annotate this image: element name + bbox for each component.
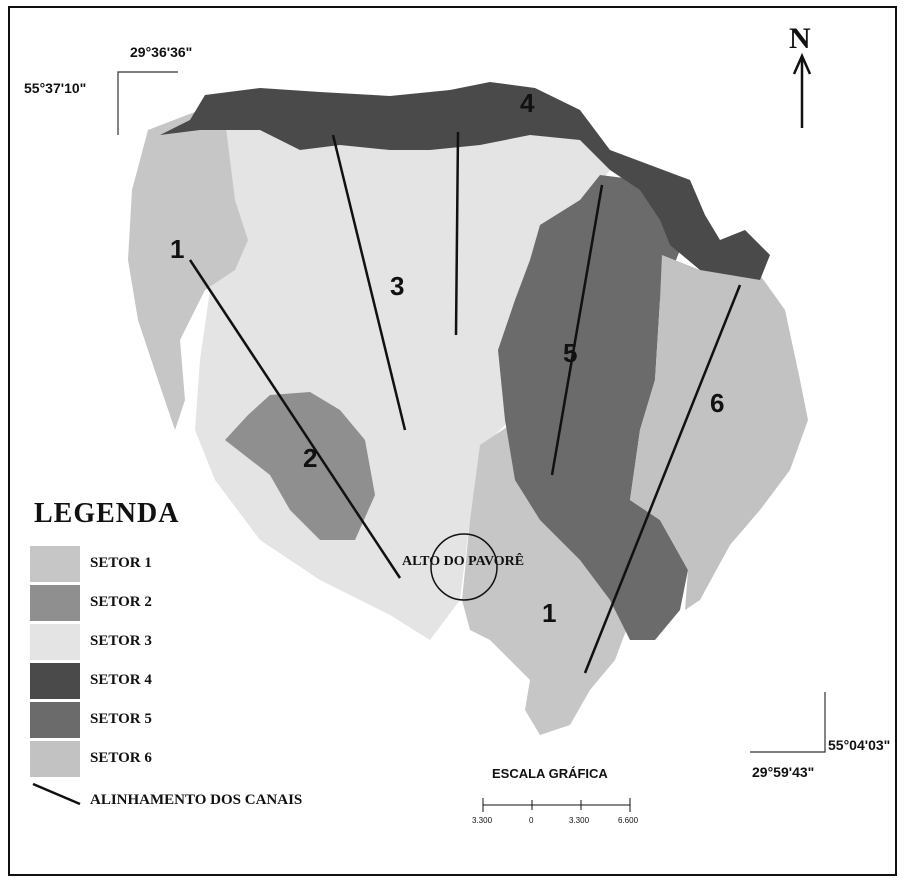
sector-5-area <box>498 175 688 640</box>
coord-top-left-lon: 55°37'10" <box>24 80 87 96</box>
legend-line-label: ALINHAMENTO DOS CANAIS <box>90 792 303 808</box>
legend-swatch <box>30 585 80 621</box>
legend-label: SETOR 5 <box>90 711 152 727</box>
coord-top-left-lat: 29°36'36" <box>130 44 193 60</box>
sector-label-3: 3 <box>390 271 404 301</box>
legend-item-setor-4: SETOR 4 <box>30 663 330 699</box>
legend-swatch <box>30 741 80 777</box>
legend-label: SETOR 3 <box>90 633 152 649</box>
scale-title: ESCALA GRÁFICA <box>492 766 608 781</box>
legend-swatch <box>30 663 80 699</box>
channel-line-sector-3b <box>454 131 460 336</box>
legend-line-sample <box>32 782 81 806</box>
legend-item-channel-alignment: ALINHAMENTO DOS CANAIS <box>30 782 390 812</box>
channel-line-sector-6 <box>583 284 742 674</box>
scale-tick-label-3: 3.300 <box>569 816 590 825</box>
scale-tick-label-2: 0 <box>529 816 534 825</box>
sector-6-area <box>630 255 808 610</box>
channel-line-sector-1 <box>188 259 402 579</box>
north-letter: N <box>789 22 811 55</box>
legend-item-setor-6: SETOR 6 <box>30 741 330 777</box>
legend-label: SETOR 1 <box>90 555 152 571</box>
sector-label-6: 6 <box>710 388 724 418</box>
coord-bottom-right-lat: 29°59'43" <box>752 764 815 780</box>
legend-item-setor-3: SETOR 3 <box>30 624 330 660</box>
legend-item-setor-5: SETOR 5 <box>30 702 330 738</box>
channel-line-sector-3a <box>331 134 407 431</box>
scale-tick-label-1: 3.300 <box>472 816 493 825</box>
sector-label-4: 4 <box>520 88 535 118</box>
sector-label-1-west: 1 <box>170 234 184 264</box>
sector-1-west-area <box>128 110 248 430</box>
legend-swatch <box>30 702 80 738</box>
legend-item-setor-1: SETOR 1 <box>30 546 330 582</box>
sector-1-south-area <box>462 425 630 735</box>
sector-label-1-south: 1 <box>542 598 556 628</box>
channel-line-sector-5 <box>550 184 604 476</box>
coord-bottom-right-lon: 55°04'03" <box>828 737 891 753</box>
channel-alignment-lines <box>188 131 742 674</box>
legend-swatch <box>30 624 80 660</box>
corner-mark-bottom-right <box>750 692 826 753</box>
place-label: ALTO DO PAVORÊ <box>402 552 524 569</box>
corner-mark-top-left <box>117 71 178 135</box>
scale-tick-label-4: 6.600 <box>618 816 639 825</box>
place-marker-circle <box>430 533 498 601</box>
sector-label-5: 5 <box>563 338 577 368</box>
legend-label: SETOR 2 <box>90 594 152 610</box>
scale-bar <box>482 798 631 812</box>
legend-swatch <box>30 546 80 582</box>
sector-4-area <box>160 82 770 280</box>
north-arrow-icon <box>792 52 812 128</box>
legend-label: SETOR 4 <box>90 672 152 688</box>
legend-label: SETOR 6 <box>90 750 152 766</box>
legend-title: LEGENDA <box>34 498 180 529</box>
sector-2-area <box>225 392 375 540</box>
sector-label-2: 2 <box>303 443 317 473</box>
legend-item-setor-2: SETOR 2 <box>30 585 330 621</box>
